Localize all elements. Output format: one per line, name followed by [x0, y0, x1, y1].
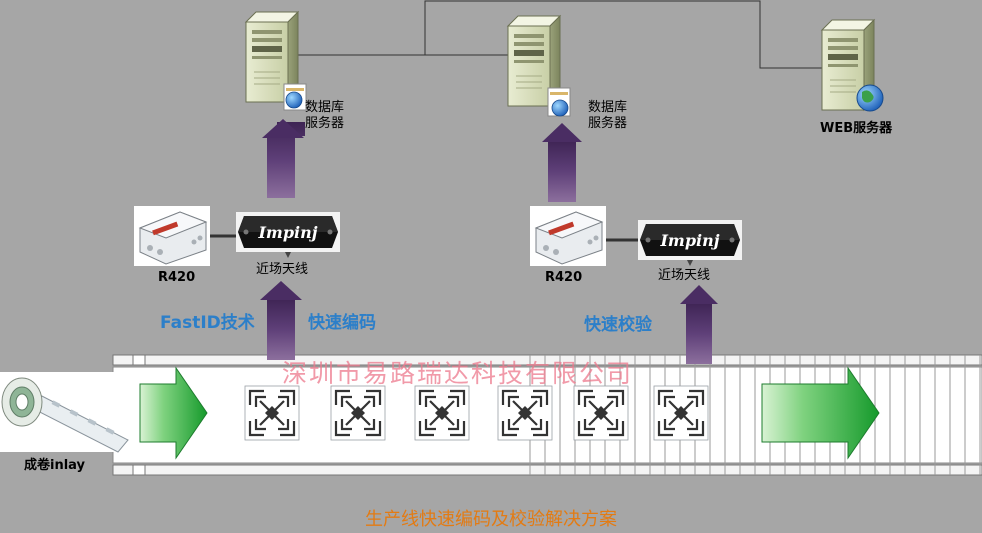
db-server-1-label: 数据库 服务器 — [305, 100, 344, 132]
verify-label: 快速校验 — [584, 315, 652, 335]
arrow-antenna2-to-db2 — [548, 140, 576, 202]
database-server-1-icon — [245, 11, 307, 111]
company-watermark: 深圳市易路瑞达科技有限公司 — [282, 359, 634, 388]
antenna-2-label: 近场天线 — [658, 268, 711, 283]
flow-arrow-out — [761, 366, 880, 460]
antenna-1-icon: Impinj — [236, 212, 340, 258]
database-server-2-icon — [507, 15, 571, 117]
web-server-label: WEB服务器 — [820, 121, 893, 136]
db-server-2-label-line2: 服务器 — [588, 116, 628, 131]
network-links — [296, 0, 822, 69]
antenna-2-brand: Impinj — [659, 231, 719, 250]
db-server-2-label-line1: 数据库 — [588, 100, 628, 115]
reader-1-icon — [133, 205, 211, 267]
antenna-2-icon: Impinj — [638, 220, 742, 266]
fastid-label: FastID技术 — [160, 313, 255, 333]
arrow-antenna1-to-db1 — [267, 122, 305, 198]
reader-1-label: R420 — [158, 270, 196, 285]
inlay-roll-label: 成卷inlay — [24, 458, 86, 473]
db-server-2-label: 数据库 服务器 — [588, 100, 627, 132]
web-server-icon — [821, 19, 884, 112]
encode-label: 快速编码 — [308, 313, 376, 333]
reader-2-label: R420 — [545, 270, 583, 285]
antenna-1-label: 近场天线 — [256, 262, 309, 277]
arrow-belt-to-antenna2 — [686, 302, 712, 364]
upload-arrows — [260, 119, 718, 364]
flow-arrow-in — [139, 366, 208, 460]
diagram-caption: 生产线快速编码及校验解决方案 — [365, 509, 617, 530]
inlay-roll-icon — [0, 372, 130, 453]
db-server-1-label-line2: 服务器 — [305, 116, 345, 131]
arrow-belt-to-antenna1 — [267, 298, 295, 360]
db-server-1-label-line1: 数据库 — [305, 100, 345, 115]
antenna-1-brand: Impinj — [257, 223, 317, 242]
reader-2-icon — [529, 205, 607, 267]
